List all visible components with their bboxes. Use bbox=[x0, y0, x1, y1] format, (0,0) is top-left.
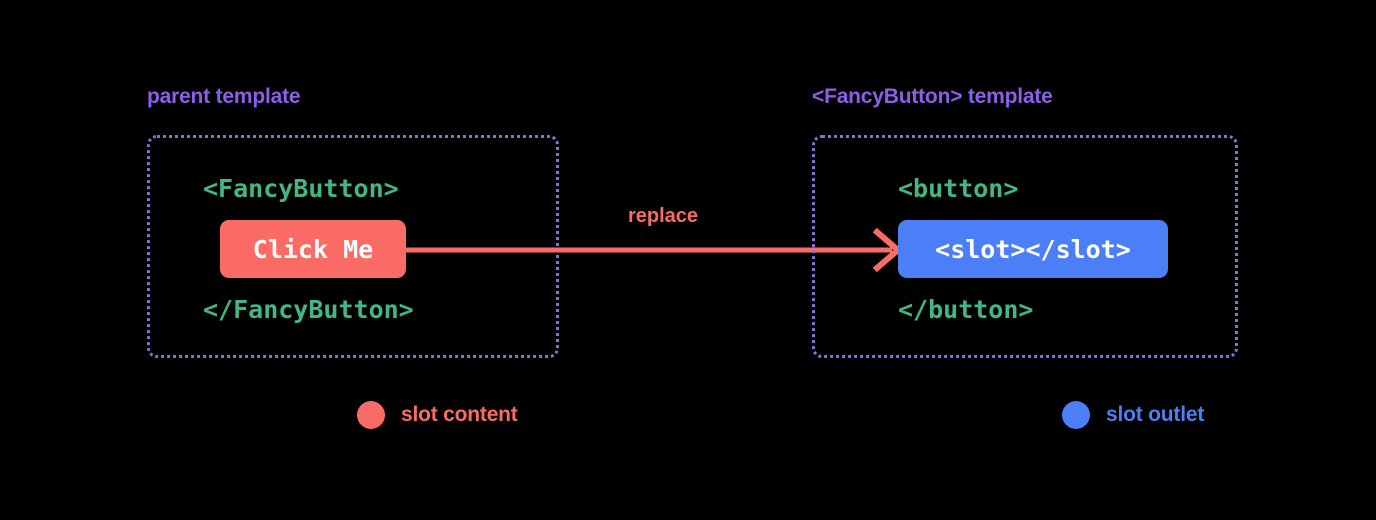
fancybutton-template-panel bbox=[812, 135, 1238, 358]
legend-label-slot-outlet: slot outlet bbox=[1106, 403, 1205, 426]
slot-outlet-chip: <slot></slot> bbox=[898, 220, 1168, 278]
parent-template-title: parent template bbox=[147, 85, 301, 108]
code-close-tag-fancybutton: </FancyButton> bbox=[203, 295, 414, 324]
legend-label-slot-content: slot content bbox=[401, 403, 518, 426]
code-close-tag-button: </button> bbox=[898, 295, 1034, 324]
code-open-tag-button: <button> bbox=[898, 174, 1019, 203]
parent-template-panel bbox=[147, 135, 559, 358]
slot-content-chip: Click Me bbox=[220, 220, 406, 278]
code-open-tag-fancybutton: <FancyButton> bbox=[203, 174, 399, 203]
fancybutton-template-title: <FancyButton> template bbox=[812, 85, 1053, 108]
arrow-label-replace: replace bbox=[628, 205, 699, 227]
filled-circle-icon bbox=[357, 401, 385, 429]
filled-circle-icon bbox=[1062, 401, 1090, 429]
legend-item-slot-outlet: slot outlet bbox=[1062, 401, 1204, 429]
legend-item-slot-content: slot content bbox=[357, 401, 518, 429]
